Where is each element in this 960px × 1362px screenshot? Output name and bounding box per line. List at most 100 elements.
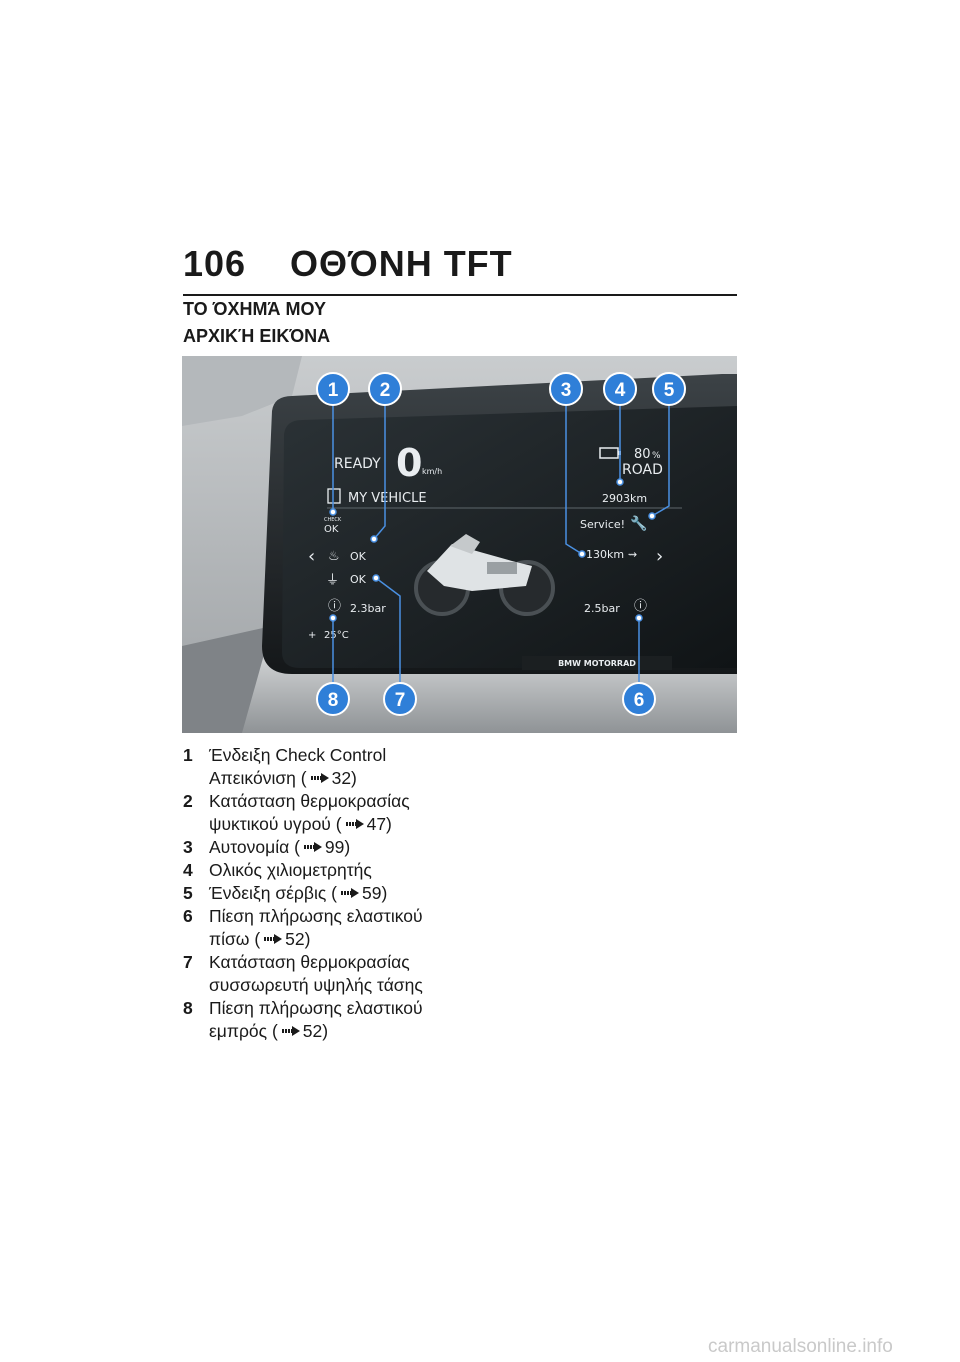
bodywork-left xyxy=(182,356,302,426)
battery-percent: 80 xyxy=(634,447,651,462)
wrench-icon: 🔧 xyxy=(630,514,647,532)
legend-item: 5 Ένδειξη σέρβις (59) xyxy=(183,882,483,905)
ready-label: READY xyxy=(334,456,381,472)
motorcycle-image xyxy=(414,534,555,616)
legend-number: 6 xyxy=(183,906,193,926)
subsection-title: ΑΡΧΙΚΉ ΕΙΚΌΝΑ xyxy=(183,326,331,346)
rear-tyre-icon: ⓘ xyxy=(634,599,647,614)
page-ref-arrow-icon xyxy=(303,842,322,852)
service-label: Service! xyxy=(580,518,625,531)
plug-icon: ⇝ xyxy=(628,548,637,561)
badge-1-label: 1 xyxy=(328,380,339,401)
page-ref-arrow-icon xyxy=(345,819,364,829)
legend-label: Ένδειξη Check Control xyxy=(209,745,387,765)
legend-label-cont: Απεικόνιση xyxy=(209,768,296,788)
page-ref-arrow-icon xyxy=(340,888,359,898)
odometer: 2903km xyxy=(602,492,647,505)
legend-label-cont: ψυκτικού υγρού xyxy=(209,814,331,834)
badge-4 xyxy=(603,372,637,406)
nav-right-icon: › xyxy=(656,546,663,567)
legend-label-cont: εμπρός xyxy=(209,1021,268,1041)
legend-label: Πίεση πλήρωσης ελαστικού xyxy=(209,998,423,1018)
coolant-status: OK xyxy=(350,550,367,563)
badge-2-label: 2 xyxy=(380,380,391,401)
hv-status: OK xyxy=(350,573,367,586)
speed-value: 0 xyxy=(396,441,422,485)
page-number: 106 xyxy=(183,243,247,284)
tft-display-photo: BMW MOTORRAD READY 0 km/h 80 % ROAD 2903… xyxy=(182,356,737,733)
page-title: ΟΘΌΝΗ TFT xyxy=(290,243,513,284)
front-tyre-icon: ⓘ xyxy=(328,599,341,614)
riding-mode: ROAD xyxy=(622,462,663,478)
legend-number: 7 xyxy=(183,952,193,972)
brand-strip xyxy=(522,656,672,670)
badge-1 xyxy=(316,372,350,406)
page-ref-arrow-icon xyxy=(310,773,329,783)
range-value: 130km xyxy=(586,548,624,561)
temperature: 25°C xyxy=(324,630,349,641)
temp-prefix: + xyxy=(308,630,316,641)
check-status: OK xyxy=(324,524,339,535)
check-label: CHECK xyxy=(324,517,342,523)
section-title: ΤΟ ΌΧΗΜΆ ΜΟΥ xyxy=(183,299,327,319)
rear-pressure: 2.5bar xyxy=(584,602,620,615)
watermark: carmanualsonline.info xyxy=(708,1336,893,1357)
coolant-icon: ♨ xyxy=(328,549,340,564)
badge-7-label: 7 xyxy=(395,690,406,711)
display-screen xyxy=(282,406,737,668)
callout-badges: 1 2 3 4 5 6 7 8 xyxy=(316,372,686,716)
front-pressure: 2.3bar xyxy=(350,602,386,615)
legend-label: Πίεση πλήρωσης ελαστικού xyxy=(209,906,423,926)
badge-6 xyxy=(622,682,656,716)
bodywork-left-lower xyxy=(182,626,272,733)
speed-unit: km/h xyxy=(422,467,442,476)
legend-label: Κατάσταση θερμοκρασίας xyxy=(209,952,410,972)
badge-7 xyxy=(383,682,417,716)
legend-item: 4 Ολικός χιλιομετρητής xyxy=(183,859,483,882)
hv-battery-icon: ⏚ xyxy=(326,573,339,588)
title-rule xyxy=(183,294,737,296)
legend-label: Κατάσταση θερμοκρασίας xyxy=(209,791,410,811)
legend-label: Ένδειξη σέρβις xyxy=(209,883,327,903)
legend-label: Ολικός χιλιομετρητής xyxy=(209,860,372,880)
legend-item: 1 Ένδειξη Check Control Απεικόνιση (32) xyxy=(183,744,483,790)
page-reference[interactable]: (59) xyxy=(331,883,388,903)
badge-3 xyxy=(549,372,583,406)
page-reference[interactable]: (52) xyxy=(254,929,311,949)
legend-item: 8 Πίεση πλήρωσης ελαστικού εμπρός (52) xyxy=(183,997,483,1043)
legend-number: 2 xyxy=(183,791,193,811)
page-ref-arrow-icon xyxy=(264,934,283,944)
badge-6-label: 6 xyxy=(634,690,645,711)
badge-5 xyxy=(652,372,686,406)
page-reference[interactable]: (99) xyxy=(294,837,351,857)
page-reference[interactable]: (47) xyxy=(335,814,392,834)
page-reference[interactable]: (52) xyxy=(271,1021,329,1041)
badge-3-label: 3 xyxy=(561,380,572,401)
legend-number: 8 xyxy=(183,998,193,1018)
legend-number: 5 xyxy=(183,883,193,903)
menu-icon xyxy=(327,488,341,504)
badge-2 xyxy=(368,372,402,406)
page-reference[interactable]: (32) xyxy=(300,768,357,788)
badge-8 xyxy=(316,682,350,716)
percent-sign: % xyxy=(652,451,661,461)
callout-lines xyxy=(332,406,670,686)
legend-label-cont: πίσω xyxy=(209,929,250,949)
legend-number: 4 xyxy=(183,860,193,880)
legend-item: 7 Κατάσταση θερμοκρασίας συσσωρευτή υψηλ… xyxy=(183,951,483,997)
badge-4-label: 4 xyxy=(615,380,626,401)
page-ref-arrow-icon xyxy=(281,1026,300,1036)
legend-item: 2 Κατάσταση θερμοκρασίας ψυκτικού υγρού … xyxy=(183,790,483,836)
legend-item: 6 Πίεση πλήρωσης ελαστικού πίσω (52) xyxy=(183,905,483,951)
legend-number: 1 xyxy=(183,745,193,765)
legend-item: 3 Αυτονομία (99) xyxy=(183,836,483,859)
badge-5-label: 5 xyxy=(664,380,675,401)
legend-list: 1 Ένδειξη Check Control Απεικόνιση (32) … xyxy=(183,744,483,1043)
nav-left-icon: ‹ xyxy=(308,546,315,567)
legend-label: Αυτονομία xyxy=(209,837,290,857)
legend-label-cont: συσσωρευτή υψηλής τάσης xyxy=(209,975,423,995)
legend-number: 3 xyxy=(183,837,193,857)
menu-title: MY VEHICLE xyxy=(348,491,427,506)
badge-8-label: 8 xyxy=(328,690,339,711)
brand-label: BMW MOTORRAD xyxy=(558,659,636,668)
